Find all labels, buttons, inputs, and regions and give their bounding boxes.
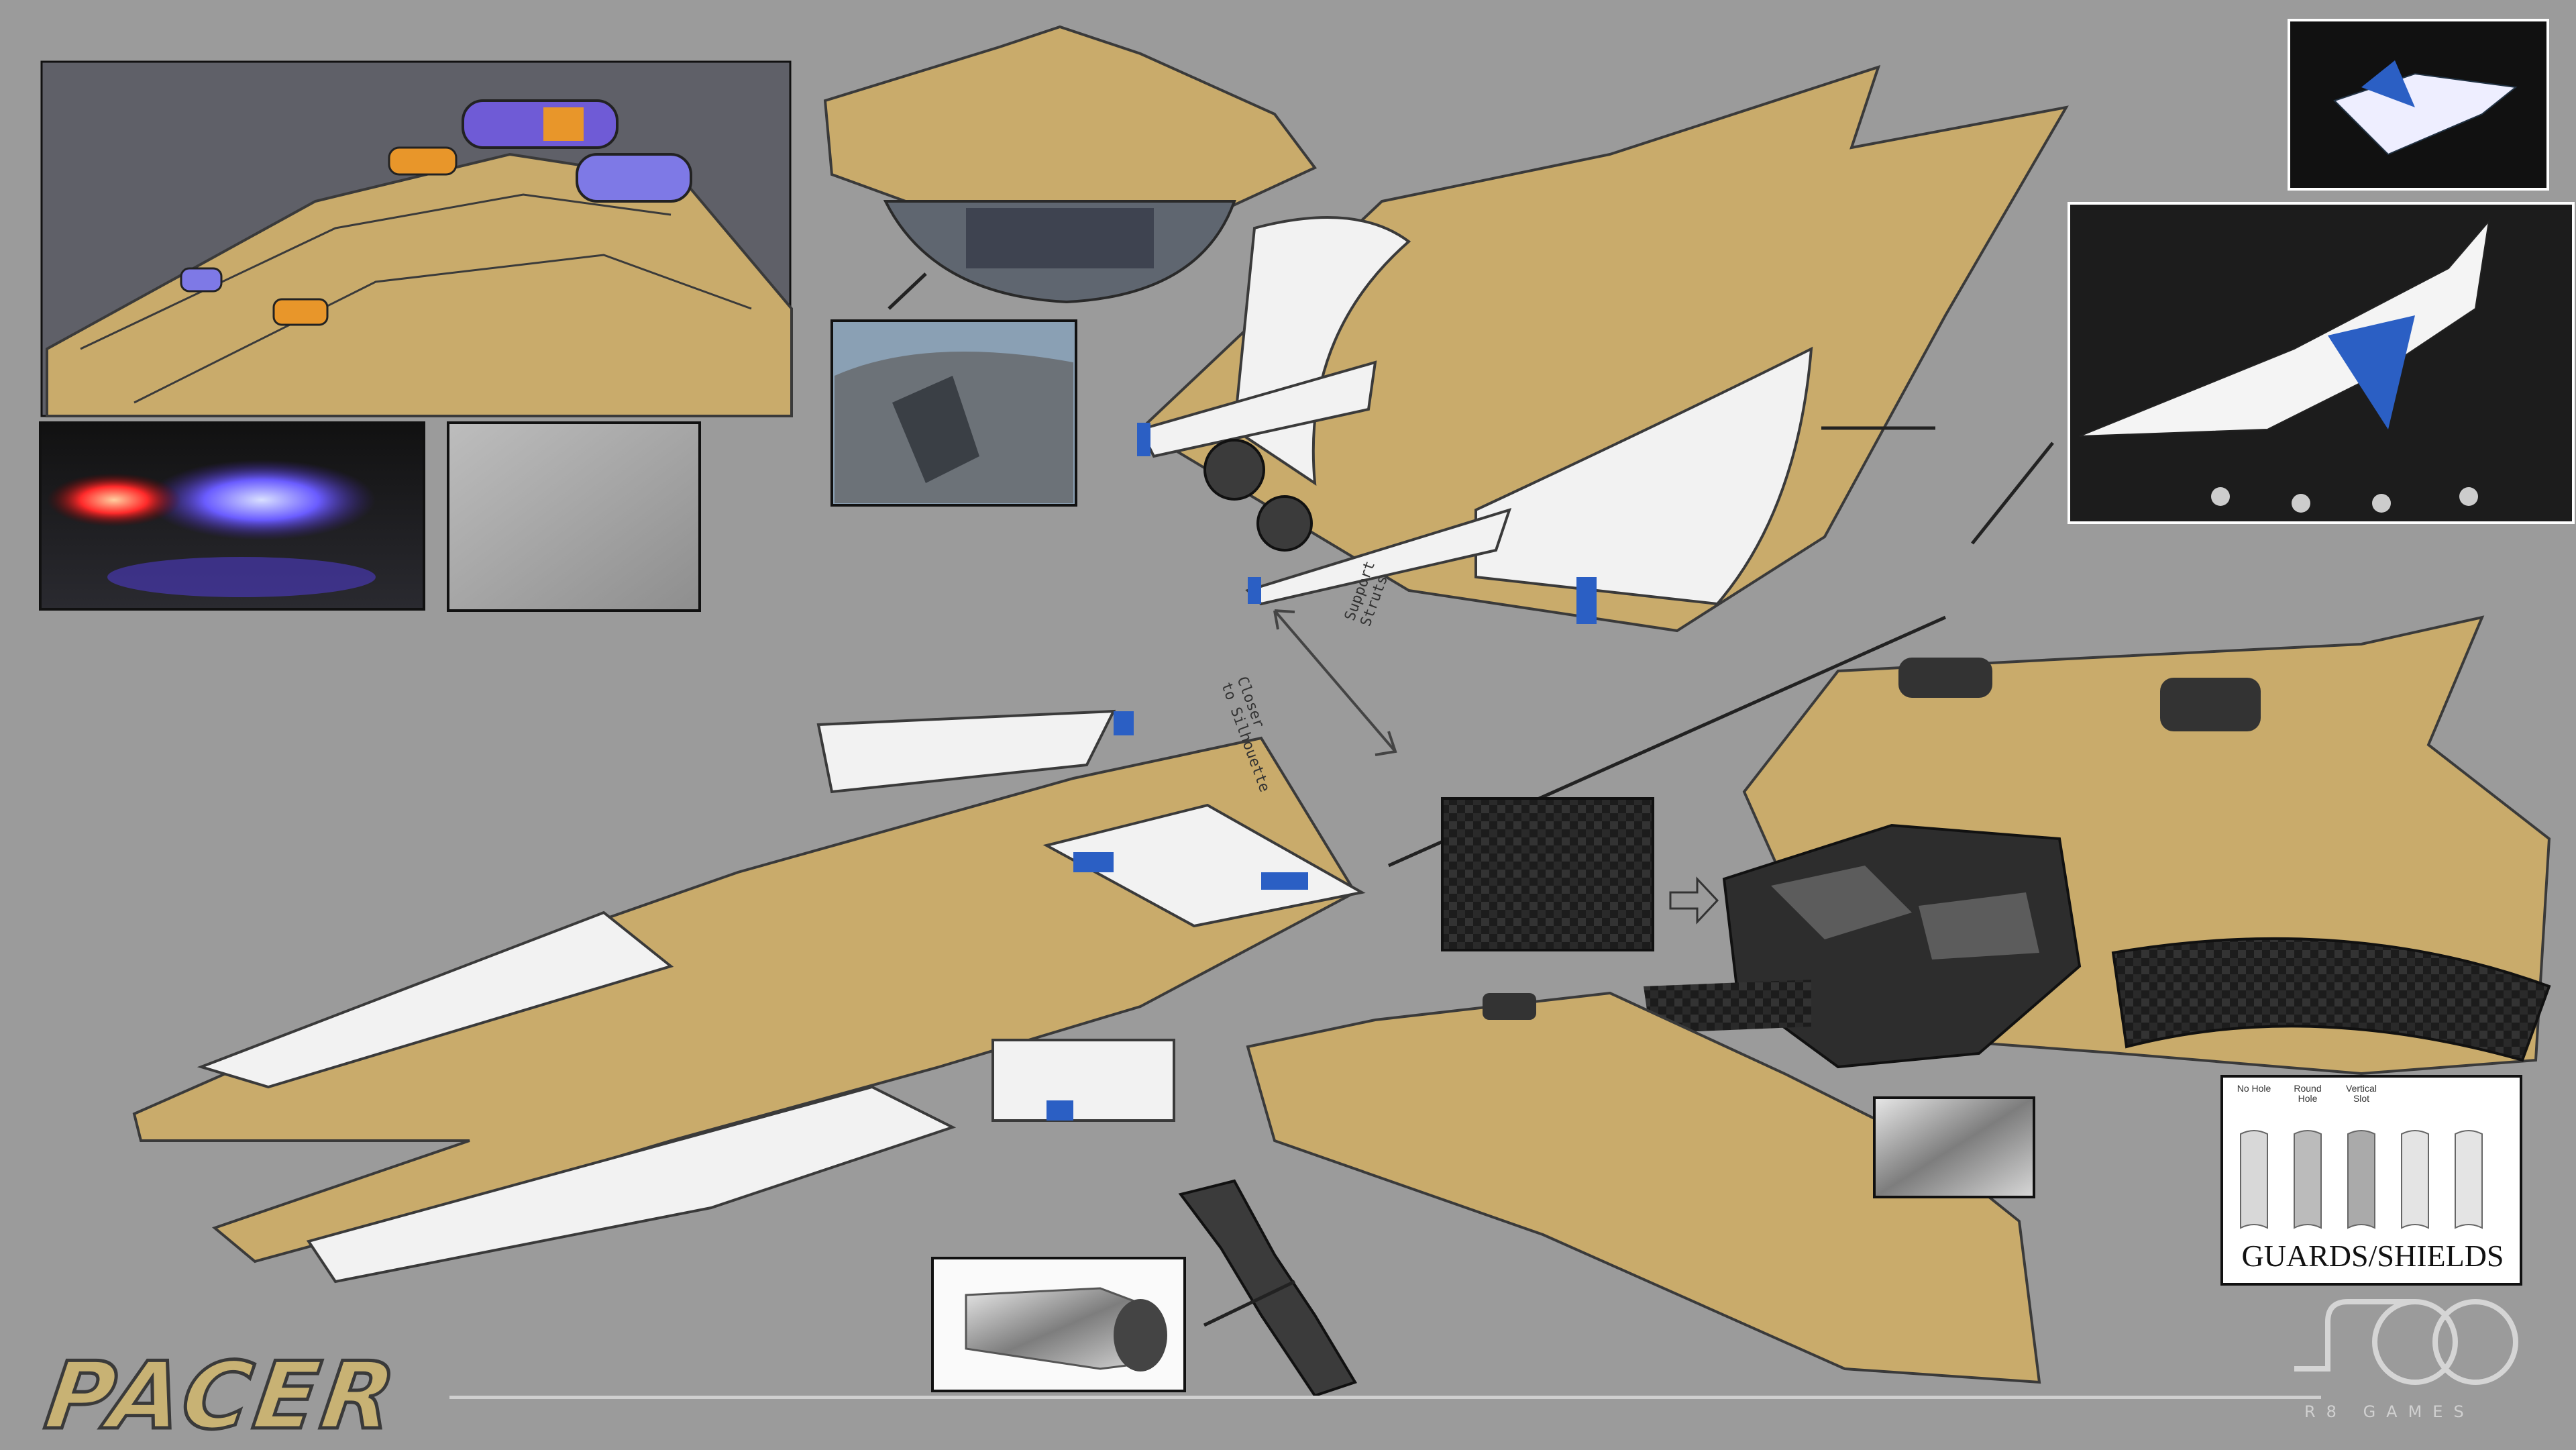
pacer-logo: PACER (38, 1341, 407, 1450)
guards-shields-title: GUARDS/SHIELDS (2241, 1239, 2504, 1273)
reference-photo-police-light (39, 421, 425, 611)
r8-games-emblem (2294, 1299, 2518, 1385)
shield-variant-label: Round Hole (2294, 1083, 2322, 1104)
studio-name: R8 GAMES (2304, 1402, 2475, 1421)
callout-line (1971, 442, 2054, 545)
reference-photo-exhaust-tip (931, 1257, 1186, 1392)
lightbar-detail-panel (40, 60, 793, 417)
ship-concept-main-view (1137, 64, 2069, 633)
annotation-arrow (1273, 609, 1397, 756)
ship-concept-exhaust-view (1178, 991, 2041, 1398)
ship-concept-side-view (132, 709, 1366, 1284)
guards-shields-panel (2220, 1075, 2522, 1286)
reference-photo-model-small (2288, 19, 2549, 191)
footer-divider (449, 1396, 2321, 1399)
callout-line (1203, 1280, 1296, 1327)
arrow-to-rear-view-icon (1669, 876, 1719, 925)
callout-line (888, 272, 927, 310)
reference-texture-carbon-fiber (1441, 797, 1654, 951)
reference-texture-brushed-steel (1873, 1096, 2035, 1198)
underside-intake-sketch (823, 25, 1318, 304)
shield-variant-label: Vertical Slot (2346, 1083, 2377, 1104)
shield-variant-label: No Hole (2237, 1083, 2271, 1094)
reference-photo-jet-cockpit (830, 319, 1077, 507)
reference-texture-matte-gray (447, 421, 701, 612)
ship-concept-rear-view (1644, 615, 2551, 1076)
reference-photo-model-large (2068, 202, 2575, 524)
